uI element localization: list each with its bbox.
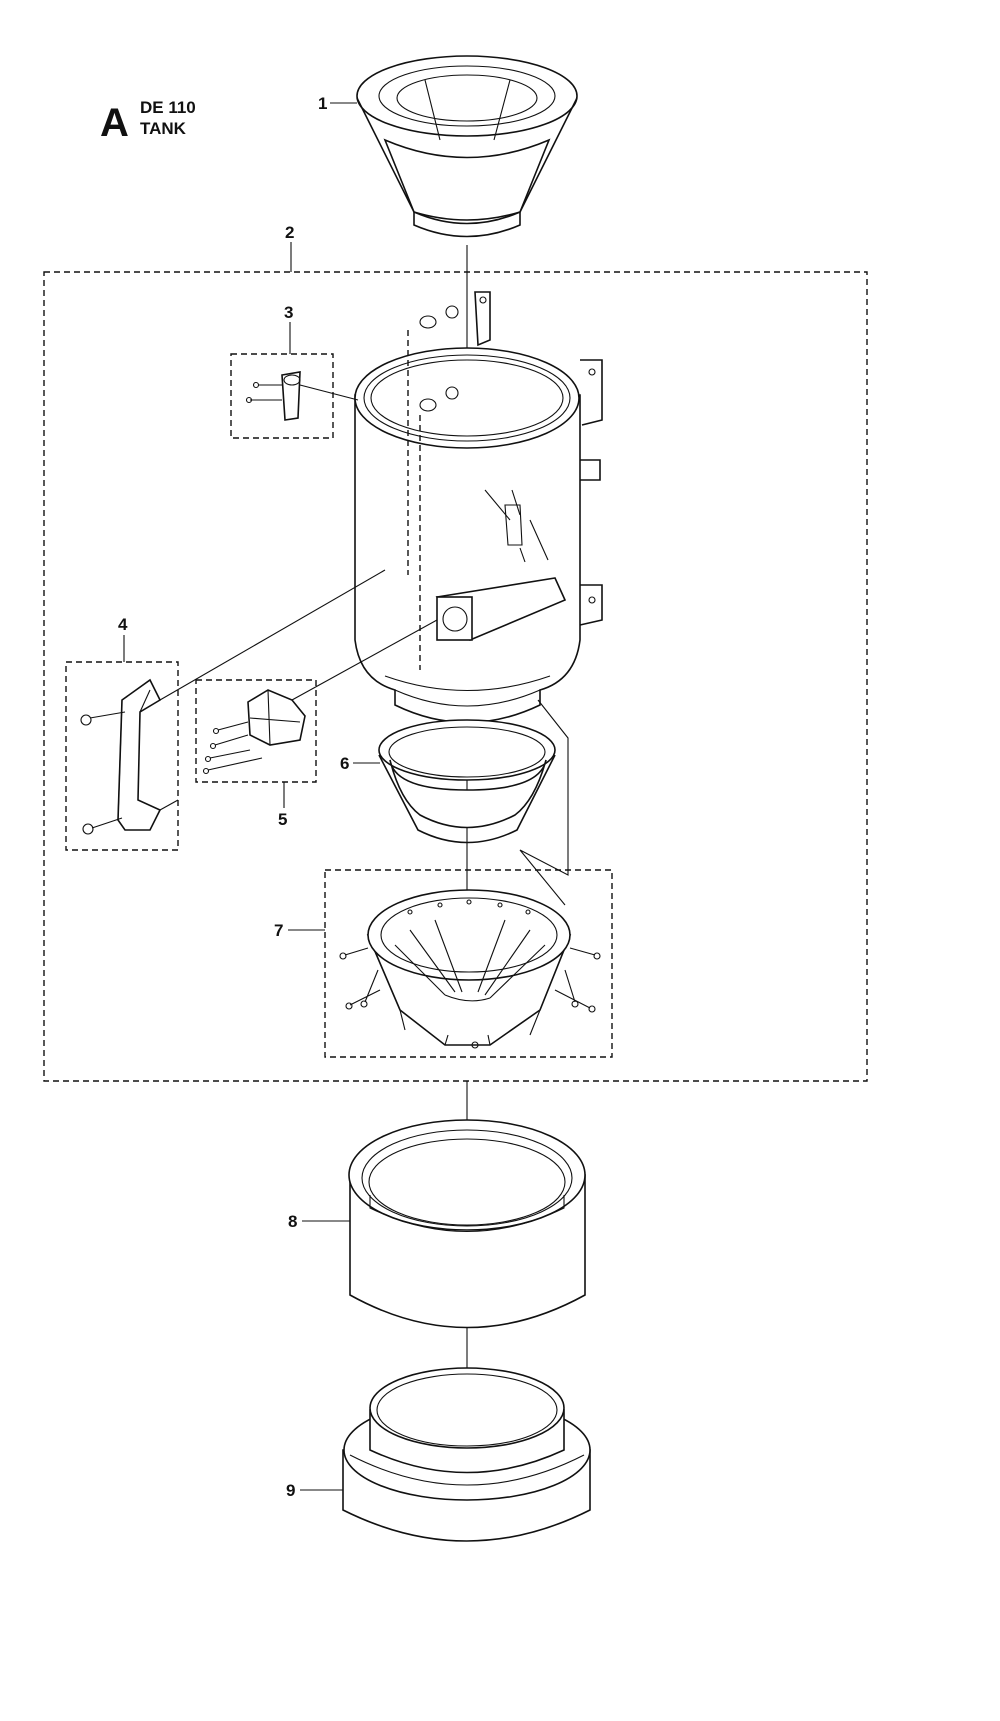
part-7-cyclone-insert [339,889,601,1049]
callout-7: 7 [274,921,283,940]
part-7-boundary [324,869,613,1058]
callout-3: 3 [284,303,293,322]
callout-9: 9 [286,1481,295,1500]
leader-line-tank-to-7 [519,699,569,906]
assembly-2-boundary [43,271,868,1082]
part-4-boundary [65,661,179,851]
section-name: TANK [140,119,187,138]
part-8-collector-ring [348,1119,586,1329]
part-5-clamp [202,619,438,775]
callout-8: 8 [288,1212,297,1231]
part-9-base-ring [342,1367,591,1542]
section-letter: A [100,101,129,145]
part-5-boundary [195,679,317,783]
part-3-latch [245,371,359,421]
callout-1: 1 [318,94,327,113]
part-4-handle [80,569,386,835]
model-name: DE 110 [140,98,196,117]
callout-5: 5 [278,810,287,829]
part-3-boundary [230,353,334,439]
callout-4: 4 [118,615,128,634]
part-1-filter-cone [356,55,578,238]
callout-6: 6 [340,754,349,773]
callout-2: 2 [285,223,294,242]
part-2-tank-cylinder [354,291,603,724]
part-6-ring-gasket [378,719,556,844]
